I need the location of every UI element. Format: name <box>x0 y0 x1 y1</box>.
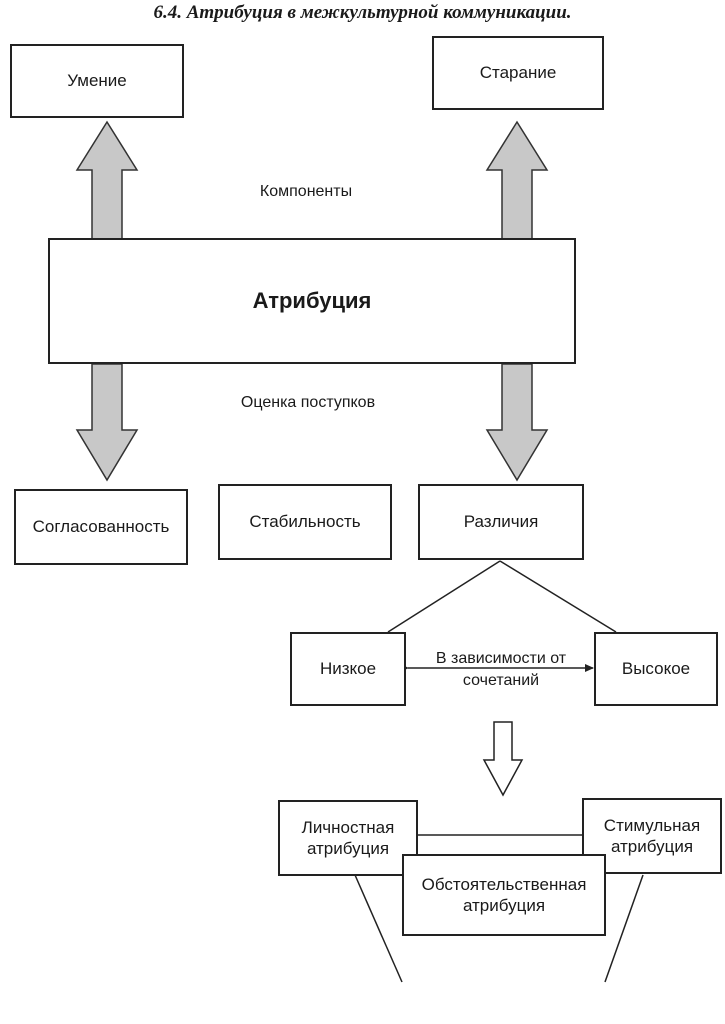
hollow-down-arrow <box>482 721 524 797</box>
box-consistency: Согласованность <box>14 489 188 565</box>
box-effort: Старание <box>432 36 604 110</box>
arrow-up-to-effort <box>485 120 549 241</box>
line-stimulus-circumstantial <box>604 874 644 983</box>
box-personal-attribution: Личностная атрибуция <box>278 800 418 876</box>
arrow-down-to-consistency <box>75 363 139 482</box>
label-components: Компоненты <box>259 183 353 200</box>
arrow-up-to-skill <box>75 120 139 241</box>
label-dependency: В зависимости от сочетаний <box>435 650 567 689</box>
box-attribution: Атрибуция <box>48 238 576 364</box>
box-skill: Умение <box>10 44 184 118</box>
box-low: Низкое <box>290 632 406 706</box>
box-high: Высокое <box>594 632 718 706</box>
arrow-down-to-differences <box>485 363 549 482</box>
box-stability: Стабильность <box>218 484 392 560</box>
line-differences-high <box>499 560 617 633</box>
figure-heading: 6.4. Атрибуция в межкультурной коммуника… <box>153 2 572 23</box>
line-personal-circumstantial <box>354 874 403 983</box>
box-differences: Различия <box>418 484 584 560</box>
line-differences-low <box>387 560 501 633</box>
box-circumstantial-attribution: Обстоятельственная атрибуция <box>402 854 606 936</box>
label-evaluation: Оценка поступков <box>240 394 376 411</box>
